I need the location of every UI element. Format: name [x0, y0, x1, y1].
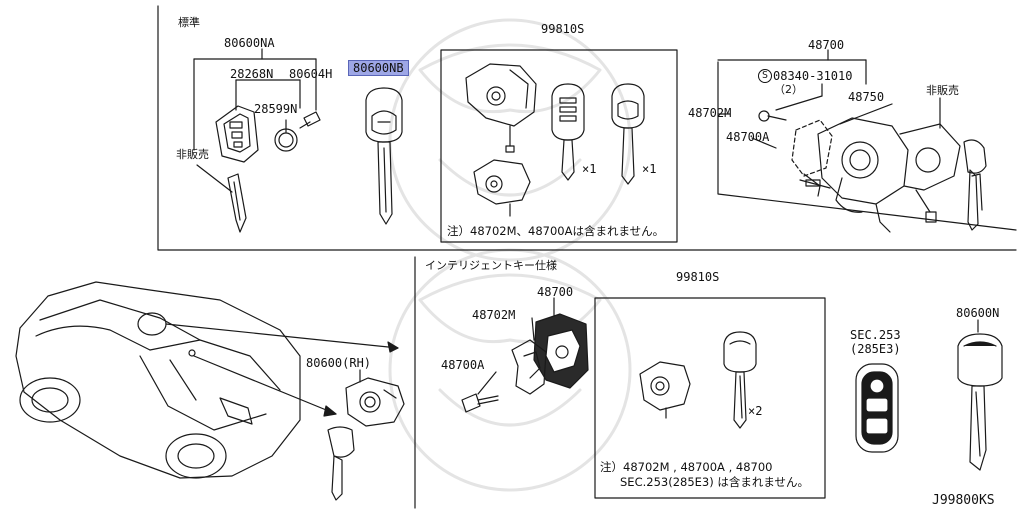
s-symbol: S — [758, 69, 772, 83]
section-standard-label: 標準 — [178, 16, 200, 29]
section-intelligent-key-label: インテリジェントキー仕様 — [425, 259, 557, 272]
label-48700a-mid: 48700A — [441, 358, 485, 372]
vehicle-body — [15, 281, 301, 479]
key-remote-99810s — [551, 83, 585, 181]
leader-lines-top-right — [717, 49, 941, 149]
label-48700a-top: 48700A — [726, 130, 770, 144]
lock-cylinder-mid — [639, 361, 691, 419]
label-not-for-sale-left: 非販売 — [176, 148, 209, 161]
label-48750: 48750 — [848, 90, 885, 104]
leader-lines-bottom-middle — [477, 297, 555, 395]
bracket-48700a — [791, 119, 833, 197]
label-28268n: 28268N — [230, 67, 274, 81]
door-lock-80600-rh — [327, 369, 405, 501]
leader-lines-top-left — [193, 48, 317, 193]
label-99810s-mid: 99810S — [676, 270, 720, 284]
label-80604h: 80604H — [289, 67, 333, 81]
label-s-qty: （2） — [774, 83, 803, 96]
pointer-arrows — [165, 323, 399, 417]
ignition-lock-48700 — [817, 117, 961, 233]
label-48702m-mid: 48702M — [472, 308, 516, 322]
label-80600n: 80600N — [956, 306, 1000, 320]
label-28599n: 28599N — [254, 102, 298, 116]
key-not-for-sale-right — [963, 139, 987, 231]
bolt-top-right — [758, 110, 787, 122]
label-80600nb-highlight: 80600NB — [348, 60, 409, 76]
label-qty-x1-a: ×1 — [582, 162, 597, 176]
bracket-48702m — [511, 339, 547, 395]
note-mid-box-line1: 注）48702M , 48700A , 48700 — [600, 460, 773, 474]
note-top-box: 注）48702M、48700Aは含まれません。 — [447, 224, 665, 238]
bolt-48700a — [461, 393, 499, 413]
intelligent-key-fob — [855, 363, 899, 453]
label-80600-rh: 80600(RH) — [306, 356, 372, 370]
key-80600nb — [365, 87, 403, 225]
screw-80604h — [299, 111, 321, 129]
lock-cylinder-top — [465, 63, 537, 153]
key-plain-99810s — [611, 83, 645, 185]
label-99810s-top: 99810S — [541, 22, 585, 36]
key-99810s-mid — [723, 331, 757, 429]
label-48700-top: 48700 — [808, 38, 845, 52]
label-sec253-sub: (285E3) — [850, 342, 901, 356]
label-80600na: 80600NA — [224, 36, 275, 50]
label-s-code: 08340-31010 — [773, 69, 853, 83]
ignition-lock-48700-mid — [533, 313, 589, 389]
frame-lines — [157, 5, 1017, 509]
label-48700-mid: 48700 — [537, 285, 574, 299]
lock-cylinder-small — [473, 159, 531, 217]
key-80600n — [957, 319, 1003, 471]
label-sec253: SEC.253 — [850, 328, 901, 342]
label-qty-x2: ×2 — [748, 404, 763, 418]
battery-28599n — [274, 128, 298, 152]
key-blade-not-for-sale — [227, 173, 247, 233]
label-qty-x1-b: ×1 — [642, 162, 657, 176]
remote-key-head — [215, 105, 259, 163]
diagram-id: J99800KS — [932, 493, 995, 508]
note-mid-box-line2: SEC.253(285E3) は含まれません。 — [620, 475, 810, 489]
watermark-logo — [388, 18, 632, 492]
label-not-for-sale-right: 非販売 — [926, 84, 959, 97]
label-48702m-top: 48702M — [688, 106, 732, 120]
